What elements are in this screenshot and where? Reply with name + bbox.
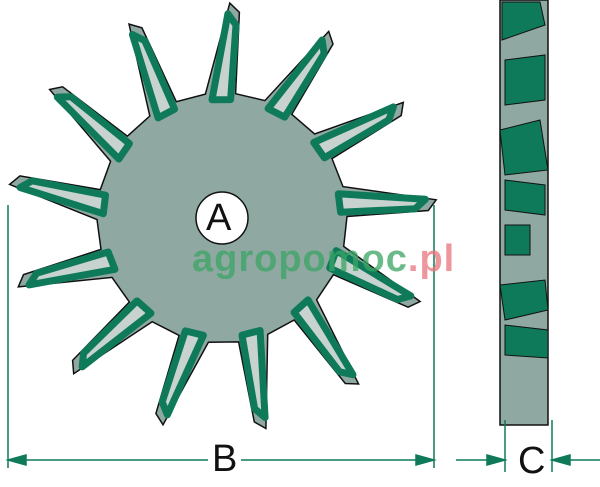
tooth bbox=[128, 31, 179, 122]
tooth bbox=[78, 297, 155, 371]
tooth bbox=[290, 296, 357, 379]
tooth bbox=[334, 190, 429, 216]
tooth bbox=[158, 327, 207, 419]
tooth bbox=[25, 248, 119, 289]
tooth bbox=[238, 327, 269, 422]
label-diameter-b: B bbox=[208, 440, 242, 478]
label-thickness-c: C bbox=[518, 440, 546, 482]
tooth bbox=[310, 103, 397, 162]
tooth bbox=[326, 247, 415, 303]
tooth bbox=[16, 177, 109, 218]
tooth bbox=[208, 10, 240, 104]
watermark: agropomoc.pl bbox=[192, 238, 456, 280]
star-wheel-side-view bbox=[499, 0, 549, 426]
center-hole bbox=[195, 191, 249, 245]
tooth bbox=[264, 36, 328, 121]
tooth bbox=[53, 93, 133, 163]
label-hole-a: A bbox=[206, 197, 232, 239]
